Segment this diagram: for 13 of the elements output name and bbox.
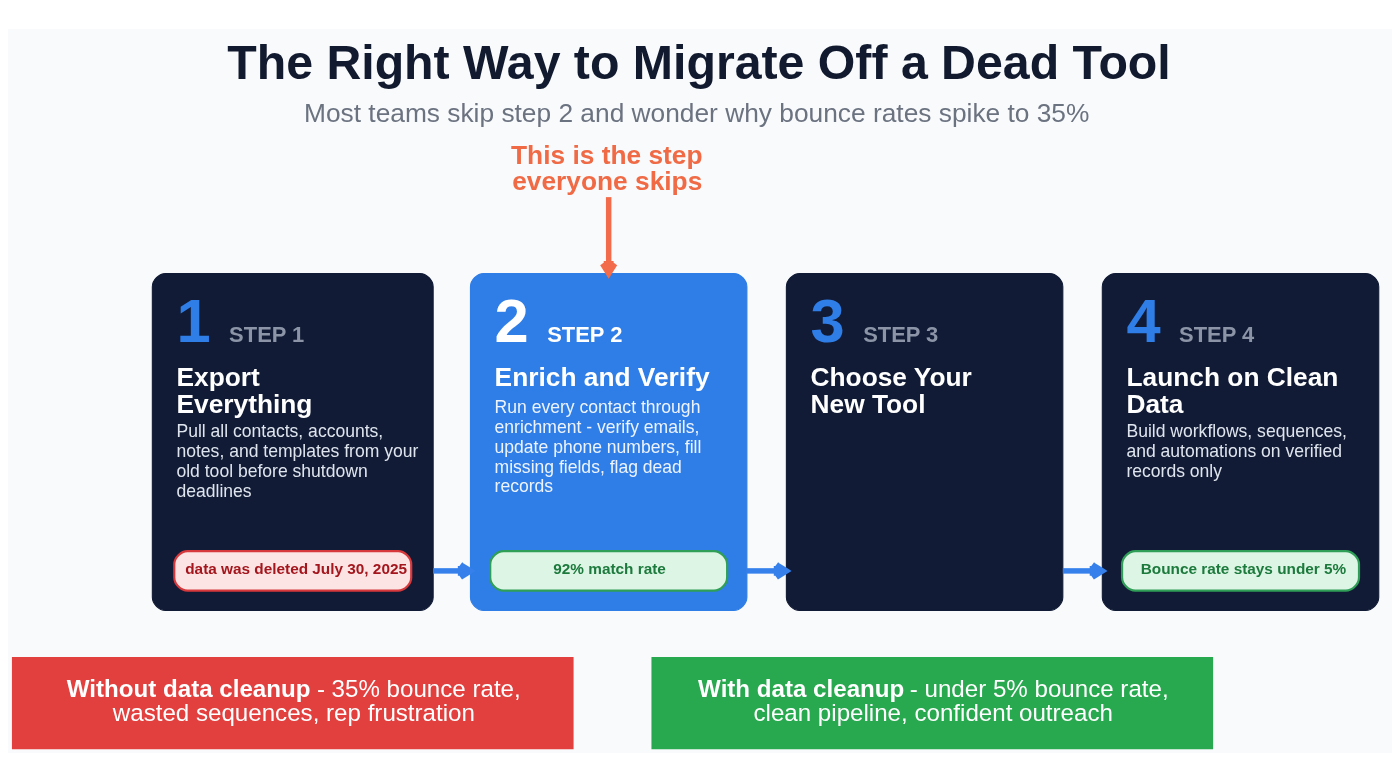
diagram-title: The Right Way to Migrate Off a Dead Tool [227,34,1171,89]
node-box: With data cleanup - under 5% bounce rate, clean pipeline, confident outreach [651,656,1214,749]
arrow [746,561,790,580]
arrow [599,196,618,276]
caption: Most teams skip step 2 and wonder why bounce rates spike to 35% [303,97,1090,128]
node-box: Bounce rate stays under 5% [1120,549,1361,592]
arrow [433,561,474,580]
node-box: 3 STEP 3 Choose Your New Tool [785,272,1064,611]
node-text: This is the step everyone skips [511,139,703,196]
node-box: Without data cleanup - 35% bounce rate, wasted sequences, rep frustration [11,656,574,749]
node-box: data was deleted July 30, 2025 [173,549,413,592]
node-box: 92% match rate [489,549,729,592]
arrow [1062,561,1106,580]
